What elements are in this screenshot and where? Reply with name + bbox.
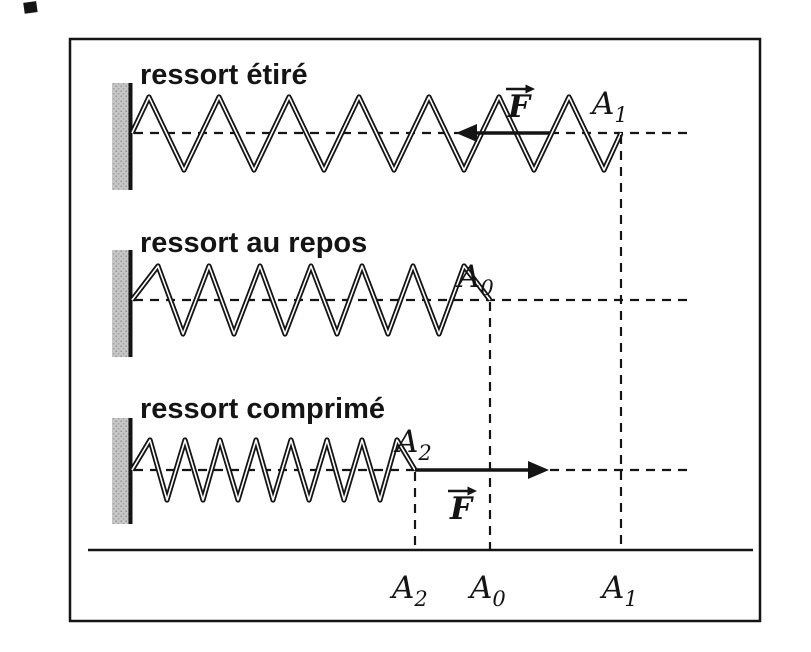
point-label-a1: A1 bbox=[589, 86, 628, 127]
spring-coil-rest-highlight bbox=[131, 265, 491, 335]
row-stretched-spring: ressort étiré F A1 bbox=[112, 59, 688, 190]
force-arrow-right-head bbox=[528, 461, 549, 479]
row-title-compressed: ressort comprimé bbox=[140, 393, 385, 425]
axis-letter-a1: A bbox=[599, 570, 624, 606]
axis-label-a2: A2 bbox=[389, 570, 428, 611]
point-letter-a2: A bbox=[393, 424, 418, 460]
axis-letter-a0: A bbox=[467, 570, 492, 606]
axis-label-a0: A0 bbox=[467, 570, 506, 611]
row-title-rest: ressort au repos bbox=[140, 227, 367, 259]
row-compressed-spring: ressort comprimé F A2 bbox=[112, 393, 688, 527]
force-symbol-compressed: F bbox=[449, 491, 474, 527]
point-label-a2: A2 bbox=[393, 424, 432, 465]
point-label-a0: A0 bbox=[455, 259, 494, 300]
axis-letter-a2: A bbox=[389, 570, 414, 606]
axis-subscript-a2: 2 bbox=[413, 587, 427, 611]
axis-subscript-a1: 1 bbox=[624, 587, 637, 611]
scan-artifact bbox=[23, 1, 38, 14]
vector-arrowhead-icon bbox=[467, 486, 477, 496]
force-arrow-left bbox=[456, 124, 550, 142]
point-subscript-a0: 0 bbox=[480, 276, 493, 300]
figure-border bbox=[68, 37, 762, 623]
force-label-stretched: F bbox=[506, 84, 535, 125]
position-axis: A2 A0 A1 bbox=[88, 548, 753, 611]
spring-coil-stretched-highlight bbox=[131, 96, 622, 171]
row-rest-spring: ressort au repos A0 bbox=[112, 227, 688, 357]
spring-coil-compressed-highlight bbox=[131, 439, 416, 501]
axis-label-a1: A1 bbox=[599, 570, 638, 611]
wall-hatch-compressed bbox=[112, 418, 129, 524]
point-subscript-a1: 1 bbox=[614, 103, 627, 127]
spring-coil-compressed bbox=[129, 437, 418, 503]
force-arrow-left-head bbox=[456, 124, 477, 142]
axis-subscript-a0: 0 bbox=[492, 587, 505, 611]
wall-hatch-stretched bbox=[112, 83, 129, 190]
point-letter-a0: A bbox=[455, 259, 480, 295]
force-arrow-right bbox=[415, 461, 549, 479]
point-subscript-a2: 2 bbox=[417, 441, 431, 465]
vector-arrowhead-icon bbox=[525, 84, 535, 94]
row-title-stretched: ressort étiré bbox=[140, 59, 308, 91]
point-letter-a1: A bbox=[589, 86, 614, 122]
force-label-compressed: F bbox=[448, 486, 477, 527]
force-symbol-stretched: F bbox=[507, 89, 532, 125]
vertical-guide-lines bbox=[413, 135, 623, 549]
wall-hatch-rest bbox=[112, 250, 129, 357]
